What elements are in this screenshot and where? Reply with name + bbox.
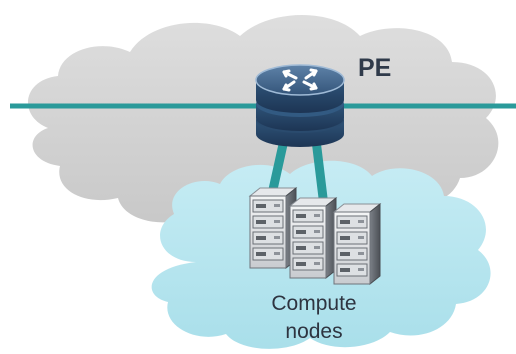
compute-label-line1: Compute: [271, 292, 356, 315]
compute-label-line2: nodes: [285, 320, 342, 343]
server-icon: [333, 203, 381, 285]
pe-label: PE: [358, 54, 391, 82]
server-icon: [249, 187, 297, 269]
router-icon: [255, 64, 345, 147]
server-icon: [289, 197, 337, 279]
